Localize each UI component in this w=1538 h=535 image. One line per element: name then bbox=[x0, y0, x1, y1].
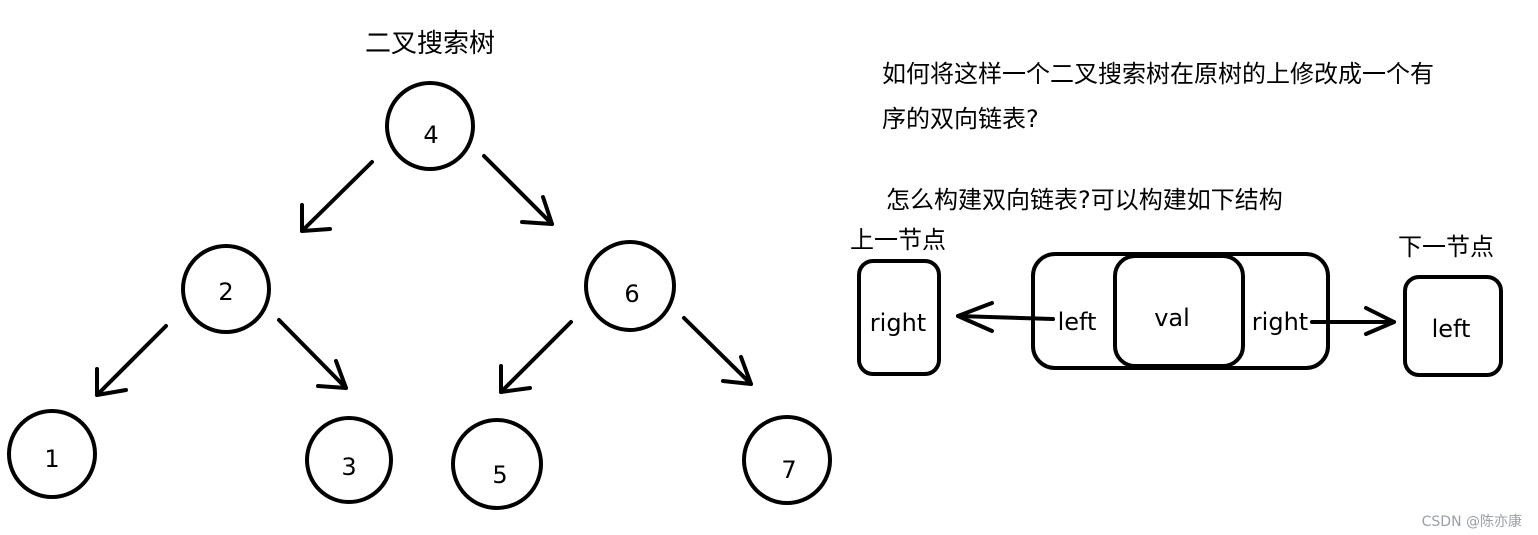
next-node-label: 下一节点 bbox=[1398, 233, 1494, 261]
tree-node-1-label: 1 bbox=[44, 445, 59, 473]
prev-node-label: 上一节点 bbox=[850, 226, 946, 254]
prev-node-box: right bbox=[857, 259, 941, 376]
tree-node-5: 5 bbox=[451, 418, 543, 510]
question-line-3: 怎么构建双向链表?可以构建如下结构 bbox=[886, 186, 1283, 214]
edge-4-6 bbox=[482, 154, 554, 226]
prev-node-right-field: right bbox=[870, 309, 926, 337]
edge-6-5 bbox=[499, 320, 573, 394]
edge-2-1 bbox=[95, 324, 168, 397]
tree-title: 二叉搜索树 bbox=[365, 29, 495, 59]
current-node-val-field: val bbox=[1154, 304, 1190, 332]
tree-node-6: 6 bbox=[584, 240, 676, 332]
next-node-box: left bbox=[1403, 275, 1503, 377]
edge-4-2 bbox=[300, 160, 374, 233]
current-node-box: left val right bbox=[1031, 252, 1330, 370]
current-node-left-field: left bbox=[1058, 308, 1097, 336]
next-node-left-field: left bbox=[1432, 315, 1471, 343]
tree-node-3: 3 bbox=[305, 416, 393, 504]
csdn-watermark: CSDN @陈亦康 bbox=[1422, 513, 1522, 530]
tree-edges bbox=[95, 154, 753, 397]
edge-2-3 bbox=[277, 318, 348, 390]
tree-node-6-label: 6 bbox=[624, 280, 639, 308]
tree-node-1: 1 bbox=[7, 409, 97, 499]
tree-node-7: 7 bbox=[742, 415, 832, 505]
tree-node-5-label: 5 bbox=[492, 461, 507, 489]
tree-node-2: 2 bbox=[181, 244, 271, 334]
tree-node-3-label: 3 bbox=[341, 453, 356, 481]
question-line-2: 序的双向链表? bbox=[882, 105, 1039, 133]
tree-node-4-label: 4 bbox=[423, 121, 438, 149]
question-line-1: 如何将这样一个二叉搜索树在原树的上修改成一个有 bbox=[882, 60, 1434, 88]
edge-6-7 bbox=[682, 316, 753, 386]
left-pointer-arrow bbox=[956, 301, 1055, 333]
current-node-right-field: right bbox=[1252, 308, 1308, 336]
tree-node-2-label: 2 bbox=[218, 278, 233, 306]
tree-node-4: 4 bbox=[385, 81, 475, 171]
tree-node-7-label: 7 bbox=[781, 456, 796, 484]
right-pointer-arrow bbox=[1310, 306, 1396, 336]
